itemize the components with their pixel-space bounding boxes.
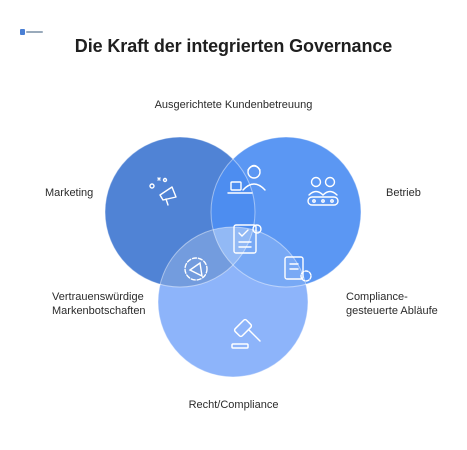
marketing-circle (105, 137, 255, 287)
label-vertrauenswuerdige-markenbotschaften: Vertrauenswürdige Markenbotschaften (52, 291, 146, 317)
gear-megaphone-icon (184, 257, 208, 281)
label-betrieb: Betrieb (386, 187, 421, 199)
label-compliance-gesteuerte-ablaeufe: Compliance- gesteuerte Abläufe (346, 291, 438, 317)
customer-service-icon (227, 164, 266, 194)
label-recht-compliance: Recht/Compliance (188, 399, 279, 411)
megaphone-icon (149, 177, 177, 206)
page-title: Die Kraft der integrierten Governance (74, 36, 393, 56)
label-ausgerichtete-kundenbetreuung: Ausgerichtete Kundenbetreuung (154, 99, 313, 111)
clipboard-gear-icon (284, 256, 312, 282)
label-marketing: Marketing (45, 187, 94, 199)
gavel-icon (231, 318, 261, 349)
logo (20, 29, 43, 35)
team-icon (307, 176, 339, 206)
checklist-icon (233, 224, 262, 254)
